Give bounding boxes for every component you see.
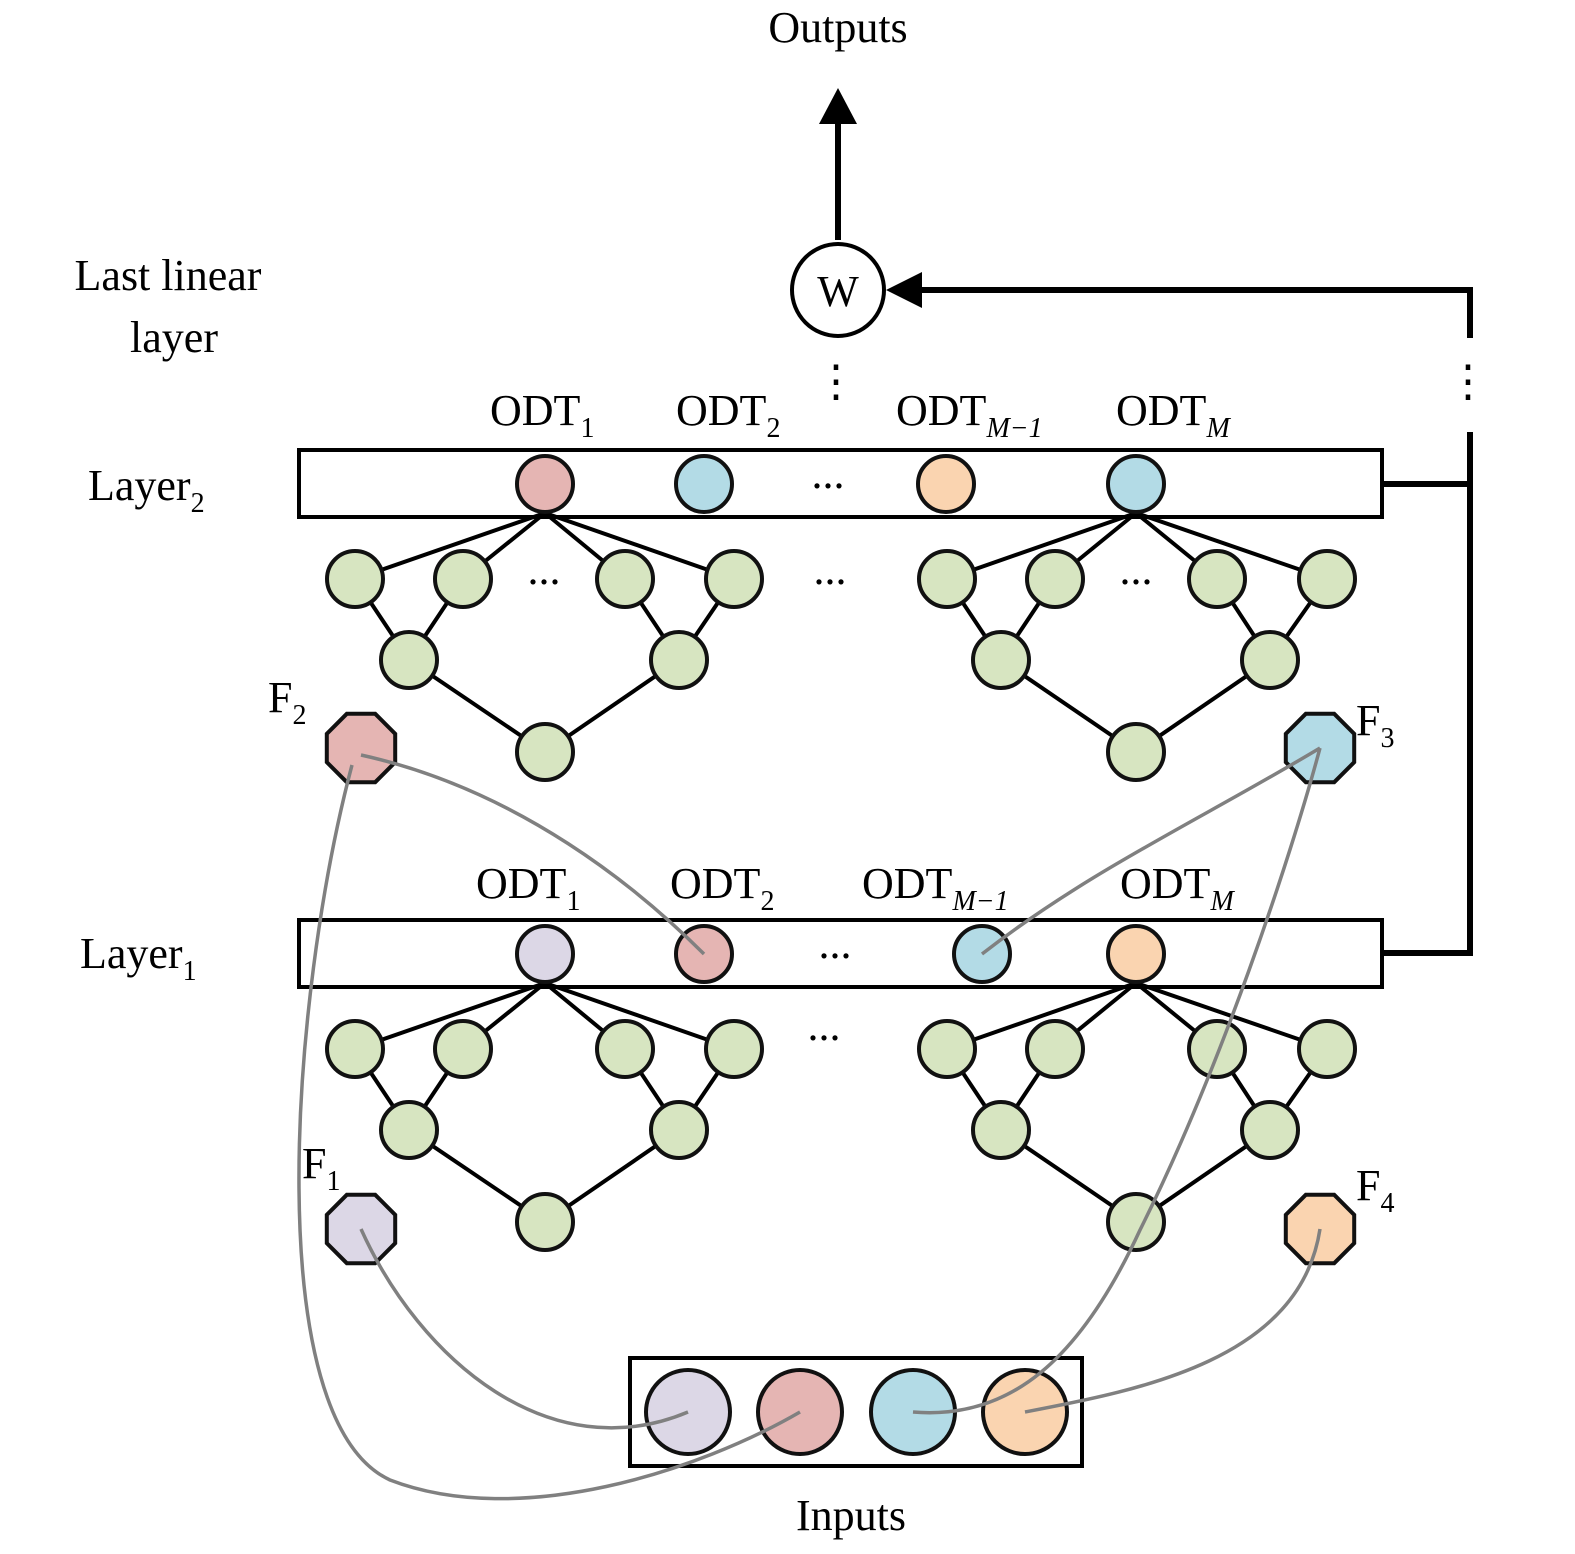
layer1-feature-label-4: F4 (1356, 1161, 1394, 1219)
layer2-odt-label-3: ODTM−1 (896, 386, 1043, 444)
weight-node (790, 242, 886, 338)
layer2-tree-right-leaf-node (917, 549, 977, 609)
layer2-tree-right-leaf-node (1025, 549, 1085, 609)
layer1-tree-left-leaf-node (704, 1019, 764, 1079)
layer2-bar (297, 448, 1384, 519)
layer2-tree-ellipsis: ... (814, 545, 847, 594)
layer1-tree-right-mid-node (971, 1100, 1031, 1160)
feature-curve-3 (360, 753, 706, 956)
layer2-tree-left-bottom-node (515, 722, 575, 782)
layer2-tree-left-leaf-node (325, 549, 385, 609)
layer2-tree-left-root-edge-3 (544, 511, 735, 581)
feature-selection-curves (297, 746, 1322, 1501)
layer2-tree-right-mid-node (971, 630, 1031, 690)
inputs-label: Inputs (796, 1491, 906, 1540)
layer2-odt-label-4: ODTM (1116, 386, 1231, 444)
layer2-feature-2 (324, 711, 398, 785)
layer2-tree-left-leaf-node (595, 549, 655, 609)
layer2-odt-label-2: ODT2 (676, 386, 780, 444)
layer1-odt-label-1: ODT1 (476, 859, 580, 917)
feature-curve-1 (359, 1228, 689, 1430)
layer2-bar-ellipsis: ... (812, 449, 845, 498)
layer1-label: Layer1 (80, 929, 197, 987)
layer2-odt-label-1: ODT1 (490, 386, 594, 444)
layer2-odt-node (515, 454, 575, 514)
layer2-tree-left-leaf-node (704, 549, 764, 609)
layer2-group: Layer2 ODT1 ODT2 ODTM−1 ODTM............ F2 F3 (88, 386, 1394, 785)
feature-curve-6 (1024, 1228, 1322, 1414)
outputs-label: Outputs (768, 3, 907, 52)
layer1-feature-label-1: F1 (302, 1139, 340, 1197)
layer2-tree-right-mid-node (1240, 630, 1300, 690)
layer1-bar-ellipsis: ... (819, 919, 852, 968)
layer2-label: Layer2 (88, 461, 205, 519)
layer1-tree-ellipsis: ... (808, 1001, 841, 1050)
right-bus-vertical-ellipsis: ⋮ (1446, 357, 1490, 406)
layer1-tree-left-root-edge-3 (544, 981, 735, 1051)
layer2-tree-right-bottom-node (1106, 722, 1166, 782)
layer2-tree-left-leaf-node (433, 549, 493, 609)
feature-curve-2 (297, 764, 801, 1501)
inputs-box (628, 1356, 1084, 1468)
layer2-tree-right-root-edge-0 (946, 511, 1137, 581)
layer2-tree-right-leaf-node (1297, 549, 1357, 609)
layer2-feature-label-2: F2 (268, 673, 306, 731)
layer1-group: Layer1 ODT1 ODT2 ODTM−1 ODTM...... F1 F4 (80, 859, 1394, 1266)
layer2-tree-left-root-edge-0 (354, 511, 546, 581)
weight-node-label: W (817, 267, 859, 316)
layer2-tree-right-root-edge-3 (1135, 511, 1328, 581)
layer1-tree-left-mid-node (649, 1100, 709, 1160)
layer1-tree-right-mid-node (1240, 1100, 1300, 1160)
feedback-arrow-head (886, 272, 922, 308)
feature-curve-5 (980, 746, 1321, 956)
layer2-tree-right-leaf-node (1187, 549, 1247, 609)
layer1-tree-right-leaf-node (1025, 1019, 1085, 1079)
layer1-tree-right-root-edge-0 (946, 981, 1137, 1051)
layer1-tree-left-leaf-node (595, 1019, 655, 1079)
layer1-tree-left-mid-node (379, 1100, 439, 1160)
layer2-tree-left-mid-node (649, 630, 709, 690)
layer2-tree-ellipsis: ... (1120, 545, 1153, 594)
last-linear-layer-label-line2: layer (130, 313, 218, 362)
center-vertical-ellipsis: ⋮ (814, 357, 858, 406)
layer2-tree-ellipsis: ... (528, 545, 561, 594)
layer2-odt-node (1106, 454, 1166, 514)
layer1-bar (297, 918, 1384, 989)
layer1-tree-right-leaf-node (1297, 1019, 1357, 1079)
layer2-feature-label-3: F3 (1356, 696, 1394, 754)
feature-curve-4 (912, 747, 1322, 1415)
layer1-odt-label-2: ODT2 (670, 859, 774, 917)
layer1-tree-left-leaf-node (325, 1019, 385, 1079)
layer2-odt-node (916, 454, 976, 514)
last-linear-layer-label-line1: Last linear (75, 251, 262, 300)
layer1-tree-left-bottom-node (515, 1192, 575, 1252)
layer1-odt-label-3: ODTM−1 (862, 859, 1009, 917)
layer2-odt-node (674, 454, 734, 514)
layer1-odt-node (1106, 924, 1166, 984)
inputs-group (644, 1368, 1069, 1456)
layer1-tree-right-leaf-node (917, 1019, 977, 1079)
layer1-tree-left-leaf-node (433, 1019, 493, 1079)
layer1-tree-right-leaf-node (1187, 1019, 1247, 1079)
output-arrow-head (819, 88, 857, 124)
layer2-tree-left-mid-node (379, 630, 439, 690)
layer1-tree-left-root-edge-0 (354, 981, 546, 1051)
layer1-odt-node (515, 924, 575, 984)
layer1-odt-label-4: ODTM (1120, 859, 1235, 917)
